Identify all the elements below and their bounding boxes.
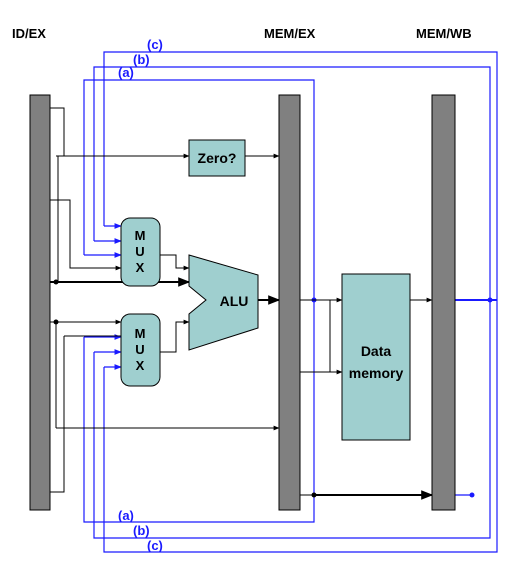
mux-top-u: U	[135, 244, 144, 259]
mux-top-x: X	[136, 260, 145, 275]
label-b-bottom: (b)	[133, 523, 150, 538]
mem-wb-register	[431, 94, 456, 511]
mux-bottom: M U X	[120, 313, 161, 387]
label-c-top: (c)	[147, 37, 163, 52]
idex-wires	[50, 107, 475, 500]
zero-unit: Zero?	[188, 139, 246, 177]
mux-bottom-u: U	[135, 342, 144, 357]
alu-unit: ALU	[188, 254, 259, 351]
label-a-top: (a)	[118, 65, 134, 80]
alu-label: ALU	[220, 293, 249, 309]
forward-paths-bottom	[83, 300, 498, 553]
data-memory-line2: memory	[349, 365, 404, 381]
data-memory-line1: Data	[361, 343, 392, 359]
mem-ex-register	[278, 94, 301, 511]
mux-top-m: M	[135, 228, 146, 243]
id-ex-register	[29, 94, 51, 511]
id-ex-header: ID/EX	[12, 26, 46, 41]
label-c-bottom: (c)	[147, 538, 163, 553]
forward-paths-top	[83, 51, 498, 300]
label-a-bottom: (a)	[118, 508, 134, 523]
mem-ex-header: MEM/EX	[264, 26, 316, 41]
mux-top: M U X	[120, 217, 161, 287]
label-b-top: (b)	[133, 52, 150, 67]
mux-bottom-m: M	[135, 326, 146, 341]
data-memory-unit: Data memory	[341, 273, 411, 441]
mux-bottom-x: X	[136, 358, 145, 373]
zero-label: Zero?	[198, 150, 237, 166]
mem-wb-header: MEM/WB	[416, 26, 472, 41]
